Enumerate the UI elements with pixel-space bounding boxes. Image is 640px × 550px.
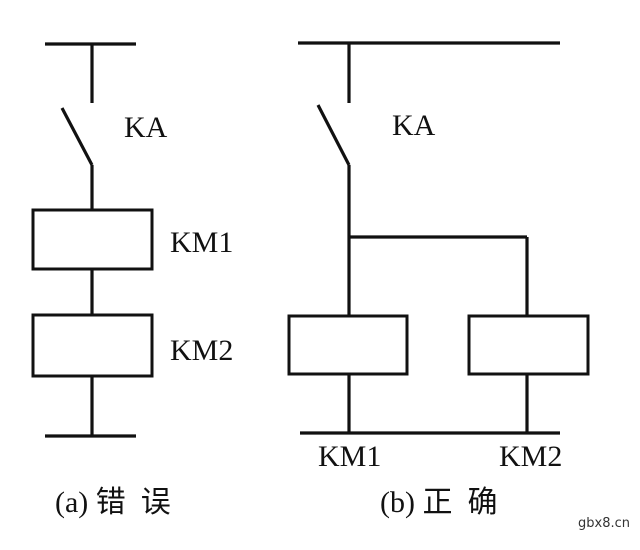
b-km1-label: KM1 bbox=[318, 440, 381, 473]
a-switch-blade bbox=[60, 107, 94, 166]
b-switch-label: KA bbox=[392, 109, 436, 142]
b-coil-km2 bbox=[467, 314, 590, 376]
watermark: gbx8.cn bbox=[578, 516, 630, 531]
b-coil-km1 bbox=[287, 314, 409, 376]
a-coil-km2 bbox=[31, 313, 154, 378]
diagram-a: KA KM1 KM2 (a) 错 误 bbox=[31, 42, 233, 519]
b-caption: (b) 正 确 bbox=[380, 486, 497, 519]
b-switch-blade bbox=[316, 104, 351, 166]
a-caption: (a) 错 误 bbox=[55, 486, 171, 519]
a-switch-label: KA bbox=[124, 111, 168, 144]
b-km2-label: KM2 bbox=[499, 440, 562, 473]
a-coil-km1 bbox=[31, 208, 154, 271]
a-km2-label: KM2 bbox=[170, 334, 233, 367]
a-km1-label: KM1 bbox=[170, 226, 233, 259]
diagram-b: KA KM1 KM2 (b) 正 确 bbox=[287, 41, 590, 519]
